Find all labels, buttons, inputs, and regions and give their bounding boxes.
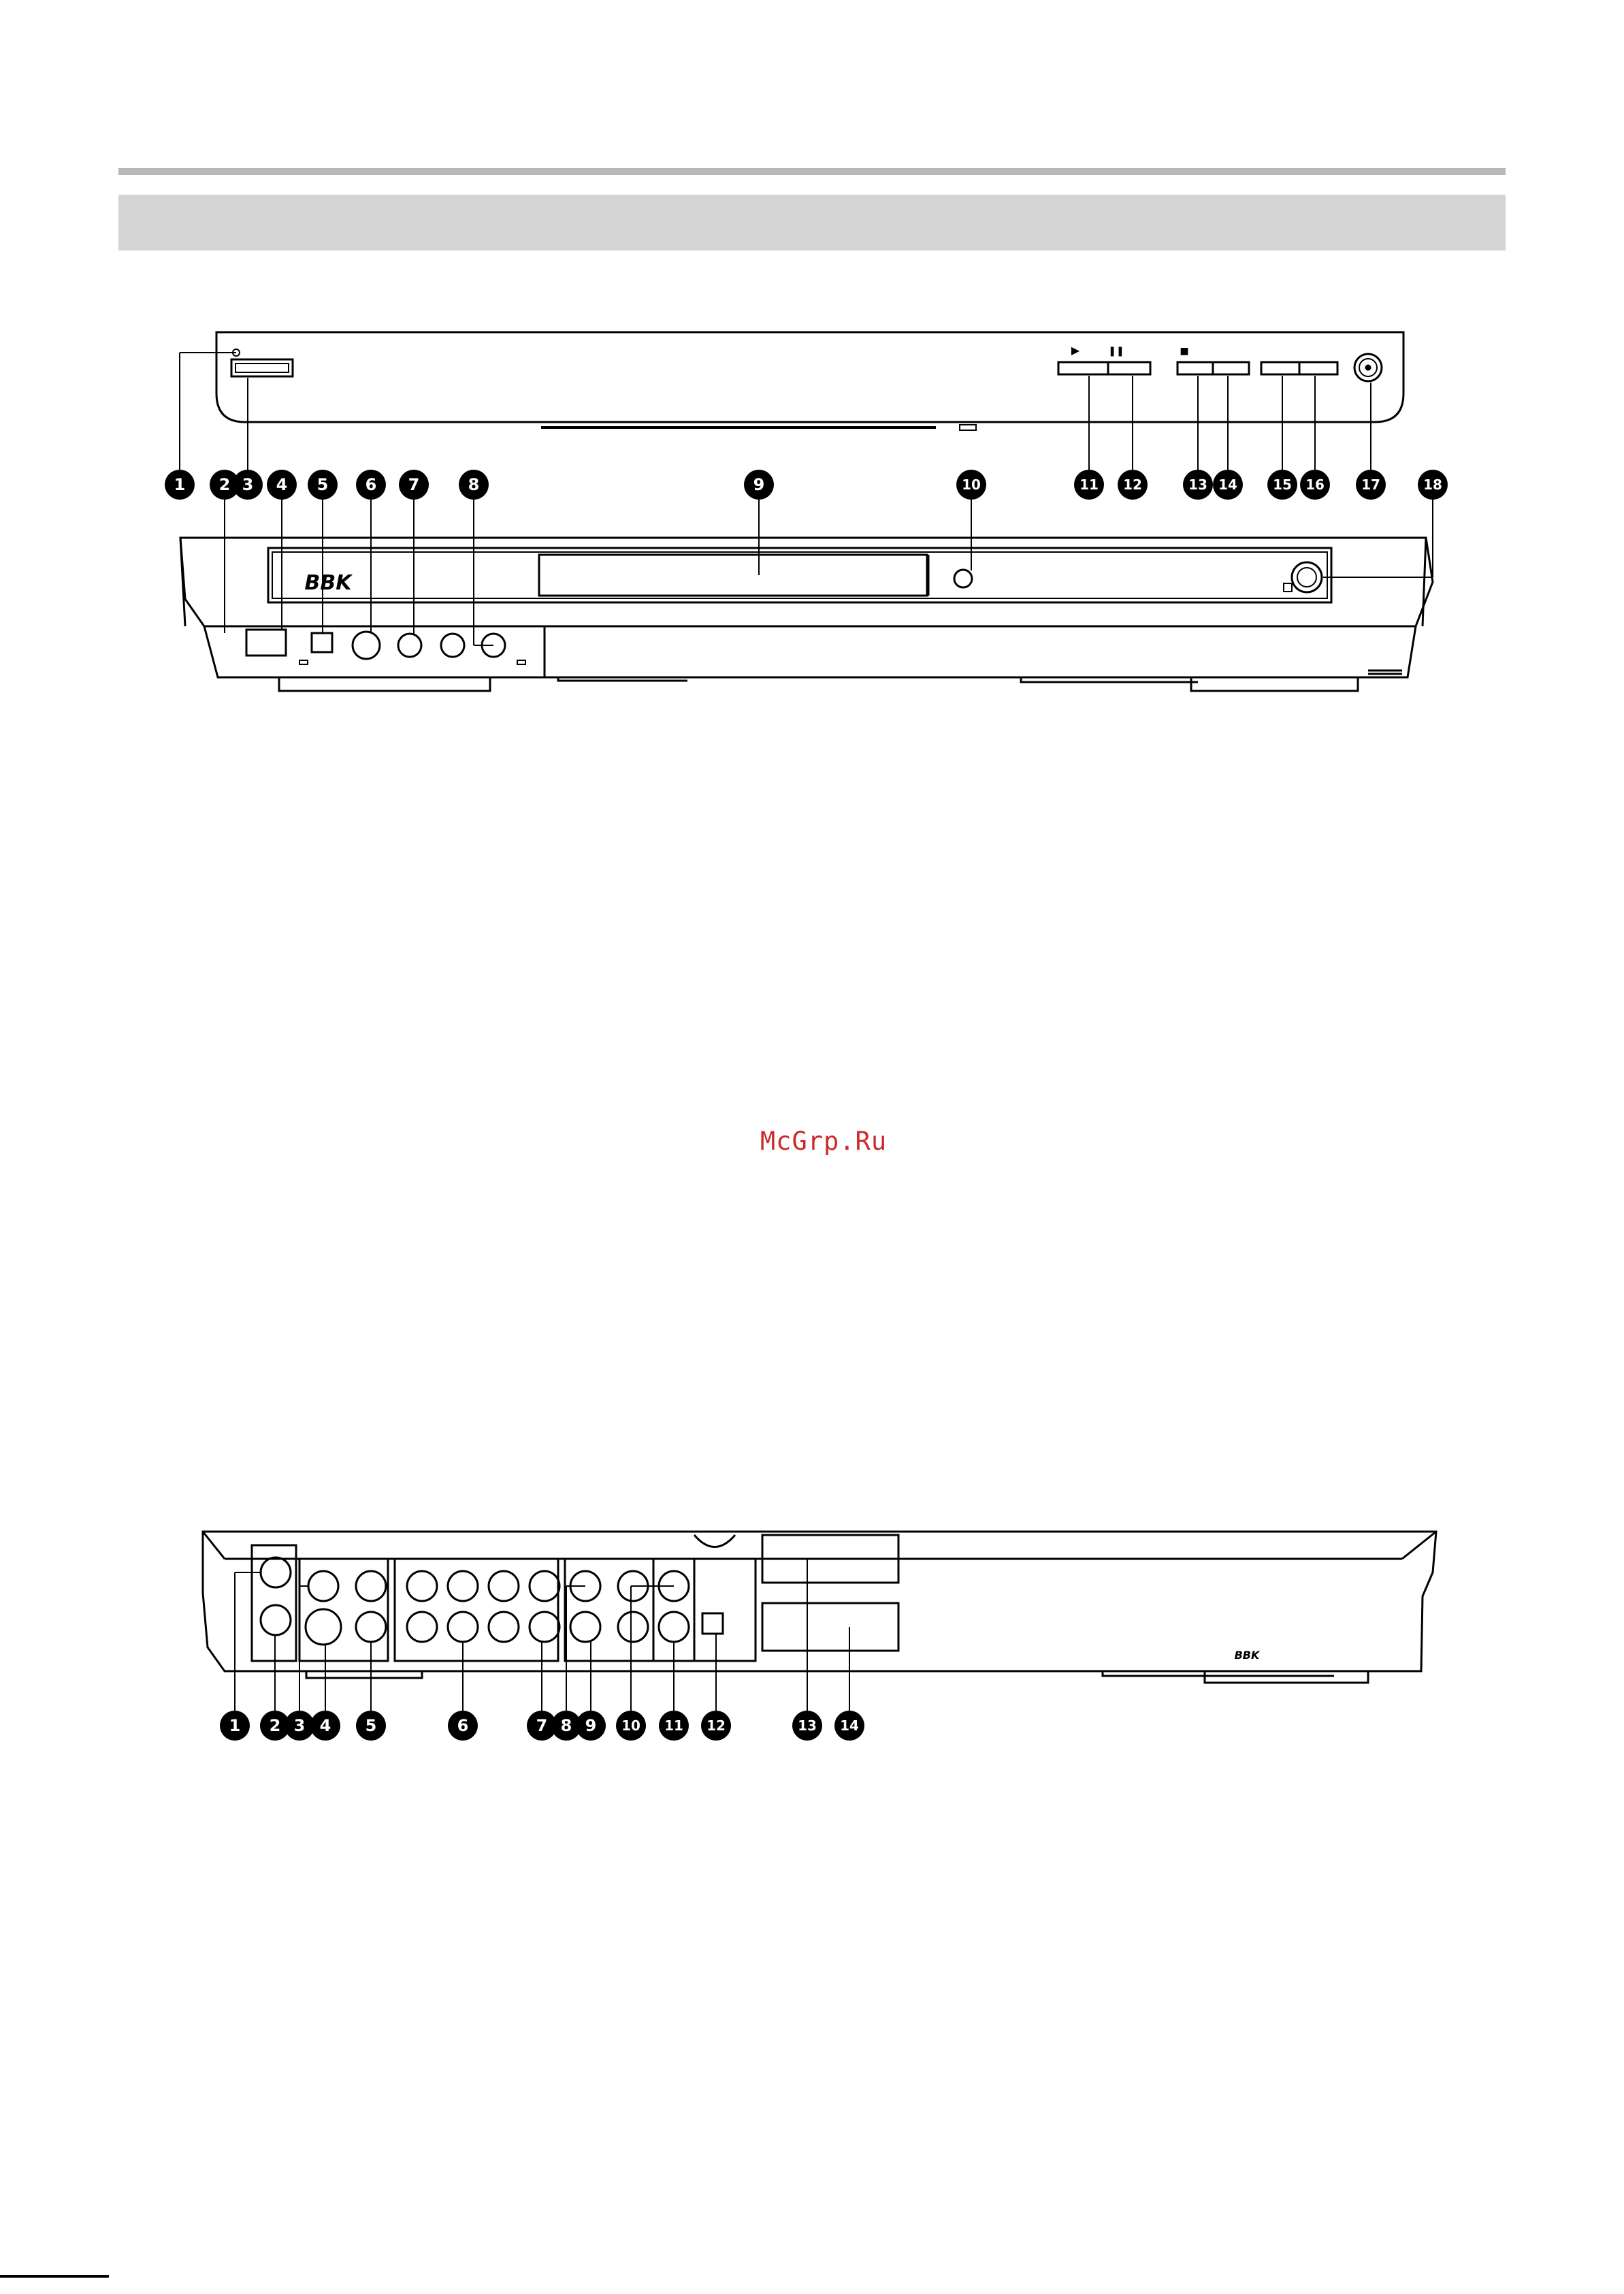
watermark: McGrp.Ru — [742, 1127, 905, 1156]
rear-callout-4-label: 4 — [320, 1716, 331, 1735]
front-callout-3: 3 — [233, 470, 263, 500]
front-callout-5-label: 5 — [317, 475, 329, 494]
brand-logo: BBK — [305, 571, 354, 595]
front-callout-9: 9 — [744, 470, 774, 500]
rear-callout-9-label: 9 — [585, 1716, 597, 1735]
front-callout-11-label: 11 — [1079, 476, 1099, 493]
brand-logo-rear: BBK — [1235, 1649, 1261, 1662]
rear-callout-10: 10 — [616, 1711, 646, 1741]
rear-callout-12-label: 12 — [707, 1717, 726, 1734]
front-callout-8: 8 — [459, 470, 489, 500]
top-view — [216, 332, 1403, 430]
front-callout-16-label: 16 — [1305, 476, 1325, 493]
footer-rule — [0, 2275, 109, 2278]
rear-callout-4: 4 — [310, 1711, 340, 1741]
rear-callout-6: 6 — [448, 1711, 478, 1741]
rear-callout-11: 11 — [659, 1711, 689, 1741]
rear-callout-3: 3 — [285, 1711, 314, 1741]
rear-callout-11-label: 11 — [664, 1717, 683, 1734]
front-callout-15: 15 — [1267, 470, 1297, 500]
front-callout-17: 17 — [1356, 470, 1386, 500]
front-callout-18: 18 — [1418, 470, 1448, 500]
front-callout-13: 13 — [1183, 470, 1213, 500]
front-callout-5: 5 — [308, 470, 338, 500]
rear-callout-2-label: 2 — [270, 1716, 281, 1735]
rear-callout-13-label: 13 — [798, 1717, 817, 1734]
front-callout-16: 16 — [1300, 470, 1330, 500]
front-callout-17-label: 17 — [1361, 476, 1380, 493]
front-callout-12: 12 — [1118, 470, 1148, 500]
rear-callout-3-label: 3 — [294, 1716, 306, 1735]
rear-callout-12: 12 — [701, 1711, 731, 1741]
rear-callout-14-label: 14 — [840, 1717, 859, 1734]
front-callout-12-label: 12 — [1123, 476, 1142, 493]
rear-callout-14: 14 — [834, 1711, 864, 1741]
front-callout-1: 1 — [165, 470, 195, 500]
front-callout-14-label: 14 — [1218, 476, 1237, 493]
rear-callout-10-label: 10 — [621, 1717, 640, 1734]
front-callout-4-label: 4 — [276, 475, 288, 494]
rear-callout-8-label: 8 — [561, 1716, 572, 1735]
rear-callout-7-label: 7 — [536, 1716, 548, 1735]
front-callout-7: 7 — [399, 470, 429, 500]
front-callout-1-label: 1 — [174, 475, 186, 494]
front-callout-2-label: 2 — [219, 475, 231, 494]
rear-callout-1-label: 1 — [229, 1716, 241, 1735]
front-callout-18-label: 18 — [1423, 476, 1442, 493]
front-callout-3-label: 3 — [242, 475, 254, 494]
rear-callout-5: 5 — [356, 1711, 386, 1741]
front-view — [180, 538, 1433, 691]
rear-callout-1: 1 — [220, 1711, 250, 1741]
front-callout-7-label: 7 — [408, 475, 420, 494]
front-callout-14: 14 — [1213, 470, 1243, 500]
leader-lines — [180, 353, 1433, 1711]
front-callout-8-label: 8 — [468, 475, 480, 494]
play-symbol: ▶ — [1071, 344, 1080, 357]
rear-callout-9: 9 — [576, 1711, 606, 1741]
stop-symbol: ■ — [1180, 346, 1188, 357]
front-callout-6: 6 — [356, 470, 386, 500]
rear-callout-6-label: 6 — [457, 1716, 469, 1735]
front-callout-6-label: 6 — [366, 475, 377, 494]
rear-callout-13: 13 — [792, 1711, 822, 1741]
front-callout-15-label: 15 — [1273, 476, 1292, 493]
pause-symbol: ❚❚ — [1108, 346, 1124, 357]
rear-callout-5-label: 5 — [366, 1716, 377, 1735]
front-callout-13-label: 13 — [1188, 476, 1207, 493]
front-callout-10-label: 10 — [962, 476, 981, 493]
front-callout-11: 11 — [1074, 470, 1104, 500]
front-callout-4: 4 — [267, 470, 297, 500]
front-callout-10: 10 — [956, 470, 986, 500]
front-callout-9-label: 9 — [753, 475, 765, 494]
